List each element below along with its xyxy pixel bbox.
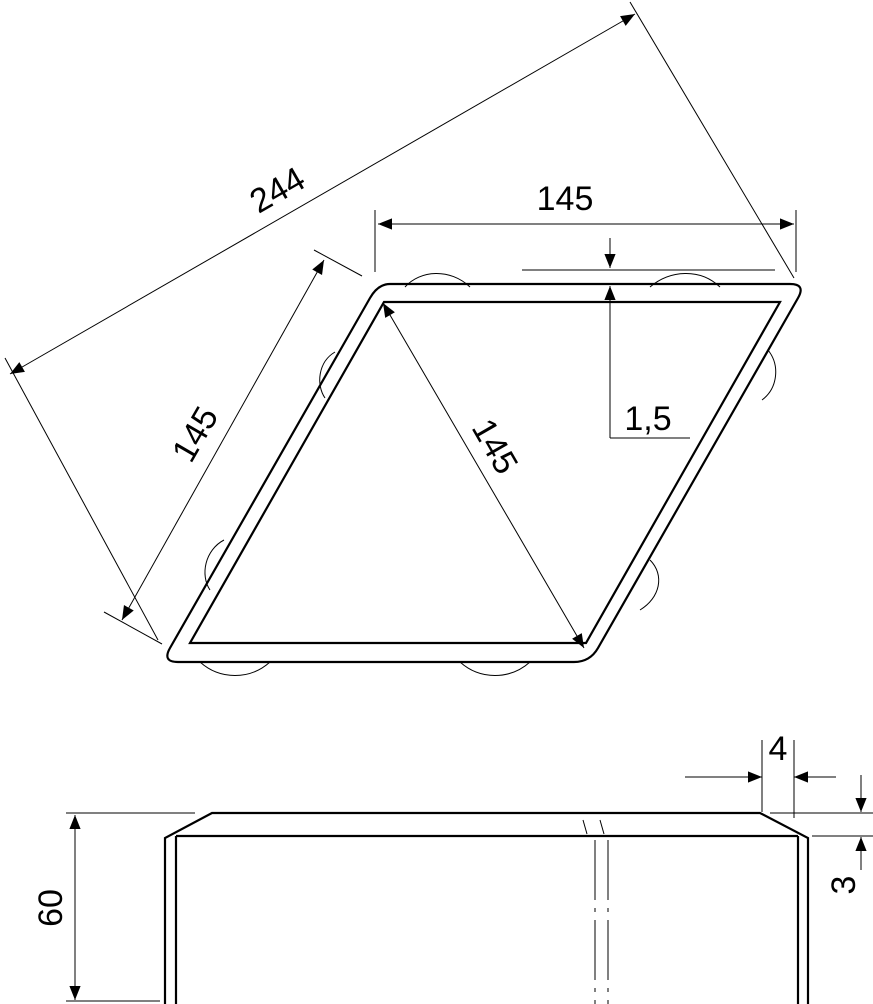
dim-short-diagonal-label: 145 [464, 412, 525, 480]
dim-chamfer-width: 4 [685, 730, 836, 818]
dim-wall-thickness-label: 1,5 [624, 400, 671, 438]
side-body [163, 811, 810, 1004]
plan-view: 244 145 145 145 1,5 [4, 1, 802, 676]
side-view: 60 4 3 [32, 730, 873, 1004]
dim-left-side: 145 [103, 249, 363, 645]
rhombus-inner-wall [188, 300, 782, 645]
dim-top-side-label: 145 [537, 180, 594, 218]
dim-long-diagonal-label: 244 [243, 160, 311, 221]
dim-left-side-label: 145 [165, 400, 226, 468]
dim-chamfer-height: 3 [770, 775, 873, 894]
dim-chamfer-width-label: 4 [769, 730, 788, 768]
dim-top-side: 145 [374, 180, 797, 272]
dim-height: 60 [32, 812, 195, 1002]
dim-chamfer-height-label: 3 [825, 876, 863, 895]
dim-wall-thickness: 1,5 [522, 238, 775, 439]
dim-height-label: 60 [32, 889, 70, 927]
rhombus-outer-wall [166, 282, 802, 664]
dim-short-diagonal: 145 [382, 302, 585, 649]
dim-long-diagonal: 244 [4, 1, 795, 641]
break-lines [582, 819, 609, 1004]
